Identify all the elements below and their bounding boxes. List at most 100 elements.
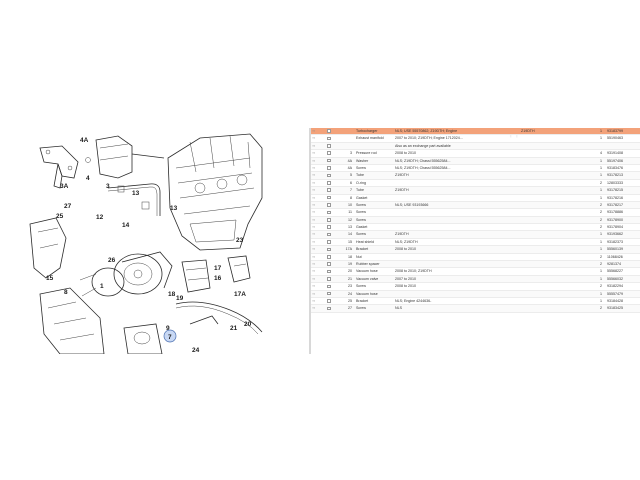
add-to-cart-icon[interactable]: ⇒ [312, 195, 316, 200]
add-to-cart-icon[interactable]: ⇒ [312, 298, 316, 303]
row-checkbox[interactable] [327, 203, 331, 207]
part-number-cell[interactable]: 55557479 [607, 291, 623, 296]
add-to-cart-icon[interactable]: ⇒ [312, 129, 316, 133]
add-to-cart-icon[interactable]: ⇒ [312, 202, 316, 207]
part-number-cell[interactable]: 93182373 [607, 239, 623, 244]
part-number-cell[interactable]: 93178217 [607, 202, 623, 207]
callout-7-highlight[interactable] [163, 329, 177, 343]
add-to-cart-icon[interactable]: ⇒ [312, 225, 316, 230]
row-checkbox[interactable] [327, 158, 331, 163]
row-checkbox[interactable] [327, 210, 331, 215]
row-checkbox[interactable] [327, 173, 331, 178]
row-checkbox[interactable] [327, 284, 331, 289]
part-number-cell[interactable]: 55560139 [607, 247, 623, 252]
add-to-cart-icon[interactable]: ⇒ [312, 254, 316, 259]
panel-divider[interactable] [309, 128, 311, 356]
row-checkbox[interactable] [327, 136, 331, 141]
row-checkbox[interactable] [327, 254, 331, 259]
add-to-cart-icon[interactable]: ⇒ [312, 284, 316, 289]
add-to-cart-icon[interactable]: ⇒ [312, 151, 316, 156]
part-number-cell[interactable]: 93183476 [607, 165, 623, 170]
row-checkbox[interactable] [327, 166, 331, 170]
add-to-cart-icon[interactable]: ⇒ [312, 173, 316, 178]
row-checkbox[interactable] [327, 225, 331, 229]
row-checkbox[interactable] [327, 217, 331, 222]
part-number-cell[interactable]: 93178900 [607, 217, 623, 222]
add-to-cart-icon[interactable]: ⇒ [312, 210, 316, 215]
part-number-cell[interactable]: 11068426 [607, 254, 623, 259]
row-checkbox[interactable] [327, 195, 331, 200]
row-checkbox[interactable] [327, 232, 331, 237]
row-checkbox[interactable] [327, 262, 331, 266]
row-checkbox[interactable] [327, 277, 331, 281]
part-number-cell[interactable]: 93193662 [607, 232, 623, 237]
add-to-cart-icon[interactable]: ⇒ [312, 180, 316, 185]
add-to-cart-icon[interactable]: ⇒ [312, 217, 316, 222]
part-number-cell[interactable]: 55190463 [607, 136, 623, 141]
table-row-highlighted[interactable]: ⇒ Turbocharger NLS; USE 55570862; Z19DTH… [311, 128, 640, 136]
part-number-cell[interactable]: 93178215 [607, 188, 623, 193]
row-checkbox[interactable] [327, 240, 331, 244]
part-number-cell[interactable]: 9281374 [607, 262, 621, 267]
add-to-cart-icon[interactable]: ⇒ [312, 262, 316, 267]
row-checkbox[interactable] [327, 299, 331, 303]
row-checkbox[interactable] [327, 291, 331, 296]
row-checkbox[interactable] [327, 269, 331, 274]
add-to-cart-icon[interactable]: ⇒ [312, 136, 316, 141]
table-row[interactable]: ⇒Also as an exchange part available [311, 142, 640, 151]
part-number-cell[interactable]: 55568227 [607, 269, 623, 274]
part-number-cell[interactable]: 93183425 [607, 306, 623, 311]
part-number-cell[interactable]: 55566032 [607, 276, 623, 281]
add-to-cart-icon[interactable]: ⇒ [312, 276, 316, 281]
part-number-cell[interactable]: 93182294 [607, 284, 623, 289]
part-number-cell[interactable]: 12803333 [607, 180, 623, 185]
part-number-cell[interactable]: 55197406 [607, 158, 623, 163]
row-checkbox[interactable] [327, 151, 331, 156]
row-checkbox[interactable] [327, 306, 331, 311]
add-to-cart-icon[interactable]: ⇒ [312, 247, 316, 252]
part-number-cell[interactable]: 93184428 [607, 298, 623, 303]
add-to-cart-icon[interactable]: ⇒ [312, 188, 316, 193]
add-to-cart-icon[interactable]: ⇒ [312, 269, 316, 274]
add-to-cart-icon[interactable]: ⇒ [312, 239, 316, 244]
add-to-cart-icon[interactable]: ⇒ [312, 291, 316, 296]
row-checkbox[interactable] [327, 144, 331, 148]
part-number-cell[interactable]: 93178216 [607, 195, 623, 200]
add-to-cart-icon[interactable]: ⇒ [312, 232, 316, 237]
add-to-cart-icon[interactable]: ⇒ [312, 165, 316, 170]
row-checkbox[interactable] [327, 181, 331, 185]
row-checkbox[interactable] [327, 129, 331, 133]
add-to-cart-icon[interactable]: ⇒ [312, 306, 316, 311]
add-to-cart-icon[interactable]: ⇒ [312, 158, 316, 163]
row-checkbox[interactable] [327, 247, 331, 252]
part-number-cell[interactable]: 93178213 [607, 173, 623, 178]
part-number-cell[interactable]: 93191408 [607, 151, 623, 156]
part-number-cell[interactable]: 93178904 [607, 225, 623, 230]
add-to-cart-icon[interactable]: ⇒ [312, 143, 316, 148]
part-number-cell[interactable]: 93178886 [607, 210, 623, 215]
part-number-cell[interactable]: 93183799 [607, 129, 623, 133]
